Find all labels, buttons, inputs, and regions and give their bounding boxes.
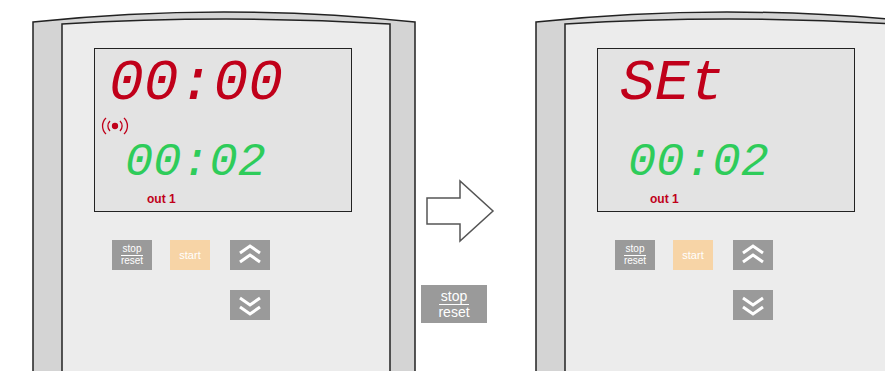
button-label: start [682,249,703,261]
time-readout: 00:02 [125,139,266,186]
button-label: reset [119,256,145,267]
down-button [230,290,270,320]
time-readout: SEt [620,55,724,113]
timer-device [33,12,415,371]
stop-reset-button: stopreset [112,240,152,270]
output-label: out 1 [650,193,679,205]
front-panel [565,19,885,371]
device-casing [33,12,415,371]
up-button [733,240,773,270]
time-readout: 00:00 [109,55,283,113]
timer-device [536,12,885,371]
down-button [733,290,773,320]
front-panel [62,19,390,371]
button-label: stop [439,289,469,305]
lcd-display: SEt 00:02 out 1 [597,48,855,212]
button-label: start [179,249,200,261]
transition-arrow [427,181,493,241]
start-button: start [170,240,210,270]
device-casing [536,12,885,371]
button-label: stop [624,244,647,256]
time-readout: 00:02 [628,139,769,186]
button-label: reset [622,256,648,267]
up-button [230,240,270,270]
stop-reset-button: stopreset [421,285,487,323]
start-button: start [673,240,713,270]
button-label: reset [436,305,471,320]
output-label: out 1 [147,193,176,205]
lcd-display: 00:00 00:02 out 1 [94,48,352,212]
button-label: stop [121,244,144,256]
stop-reset-button: stopreset [615,240,655,270]
